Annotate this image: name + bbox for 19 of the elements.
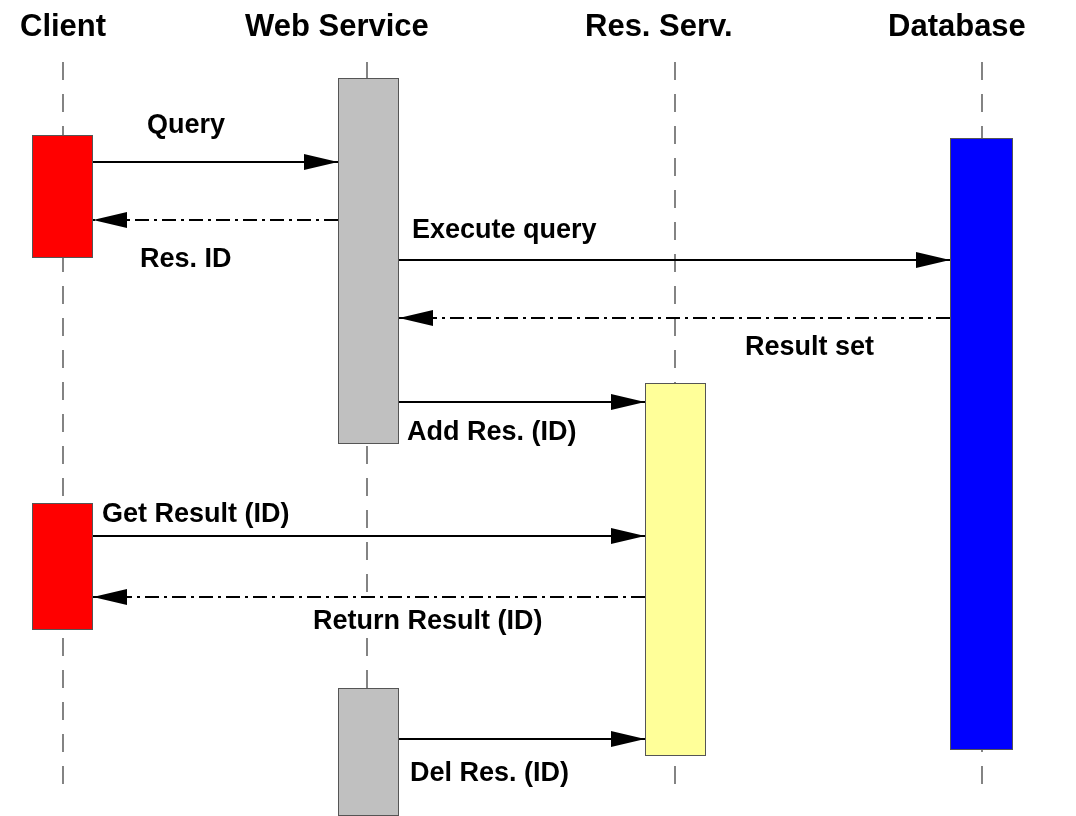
lifeline-header: Res. Serv.	[585, 10, 733, 42]
message-arrow	[398, 252, 951, 268]
activation-bar	[32, 135, 93, 258]
message-arrow	[92, 212, 339, 228]
message-arrow	[92, 154, 339, 170]
activation-bar	[32, 503, 93, 630]
activation-bar	[950, 138, 1013, 750]
message-arrow	[398, 394, 646, 410]
activation-bar	[338, 78, 399, 444]
activation-bar	[645, 383, 706, 756]
message-arrow	[92, 589, 646, 605]
message-arrow	[398, 310, 951, 326]
lifeline-header: Web Service	[245, 10, 429, 42]
lifeline-header: Client	[20, 10, 107, 42]
message-label: Return Result (ID)	[311, 604, 545, 636]
message-arrow	[398, 731, 646, 747]
lifeline-header: Database	[888, 10, 1026, 42]
message-arrow	[92, 528, 646, 544]
activation-bar	[338, 688, 399, 816]
